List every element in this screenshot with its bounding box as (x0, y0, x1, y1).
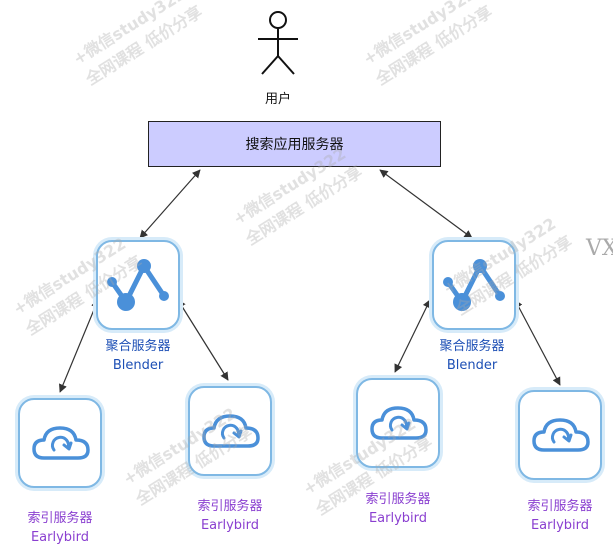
aggregator-right-sub: Blender (446, 358, 498, 373)
search-app-server-label: 搜索应用服务器 (245, 137, 344, 153)
indexer-2-label: 索引服务器 Earlybird (170, 497, 290, 535)
user-label: 用户 (264, 92, 291, 107)
indexer-1-label: 索引服务器 Earlybird (0, 509, 120, 547)
aggregator-left-tile (96, 240, 180, 330)
cloud-sync-icon (202, 414, 260, 448)
indexer-3-sub: Earlybird (368, 511, 428, 526)
graph-icon (443, 259, 505, 311)
indexer-4-label: 索引服务器 Earlybird (500, 497, 613, 535)
indexer-2-name: 索引服务器 (197, 499, 263, 514)
graph-icon (107, 259, 169, 311)
indexer-2-tile (188, 386, 272, 476)
watermark-corner: VX (586, 236, 613, 261)
aggregator-left-label: 聚合服务器 Blender (78, 337, 198, 375)
indexer-2-sub: Earlybird (200, 518, 260, 533)
user-icon (258, 11, 298, 75)
arrow-aggregator-left-to-indexer-2 (177, 299, 229, 381)
arrow-aggregator-right-to-indexer-3 (394, 299, 431, 373)
indexer-1-sub: Earlybird (30, 530, 90, 545)
indexer-1-tile (18, 398, 102, 488)
cloud-sync-icon (370, 406, 428, 440)
indexer-3-label: 索引服务器 Earlybird (338, 490, 458, 528)
aggregator-left-name: 聚合服务器 (105, 339, 171, 354)
cloud-sync-icon (32, 426, 90, 460)
indexer-3-tile (356, 378, 440, 468)
arrow-search-to-aggregator-right (379, 169, 473, 239)
search-app-server-box: 搜索应用服务器 (148, 121, 441, 167)
arrow-aggregator-right-to-indexer-4 (514, 299, 561, 386)
aggregator-right-name: 聚合服务器 (439, 339, 505, 354)
aggregator-right-tile (432, 240, 516, 330)
indexer-1-name: 索引服务器 (27, 511, 93, 526)
indexer-3-name: 索引服务器 (365, 492, 431, 507)
indexer-4-name: 索引服务器 (527, 499, 593, 514)
indexer-4-sub: Earlybird (530, 518, 590, 533)
aggregator-left-sub: Blender (112, 358, 164, 373)
arrow-aggregator-left-to-indexer-1 (59, 299, 99, 393)
arrow-search-to-aggregator-left (139, 169, 201, 239)
aggregator-right-label: 聚合服务器 Blender (412, 337, 532, 375)
cloud-sync-icon (532, 418, 590, 452)
indexer-4-tile (518, 390, 602, 480)
